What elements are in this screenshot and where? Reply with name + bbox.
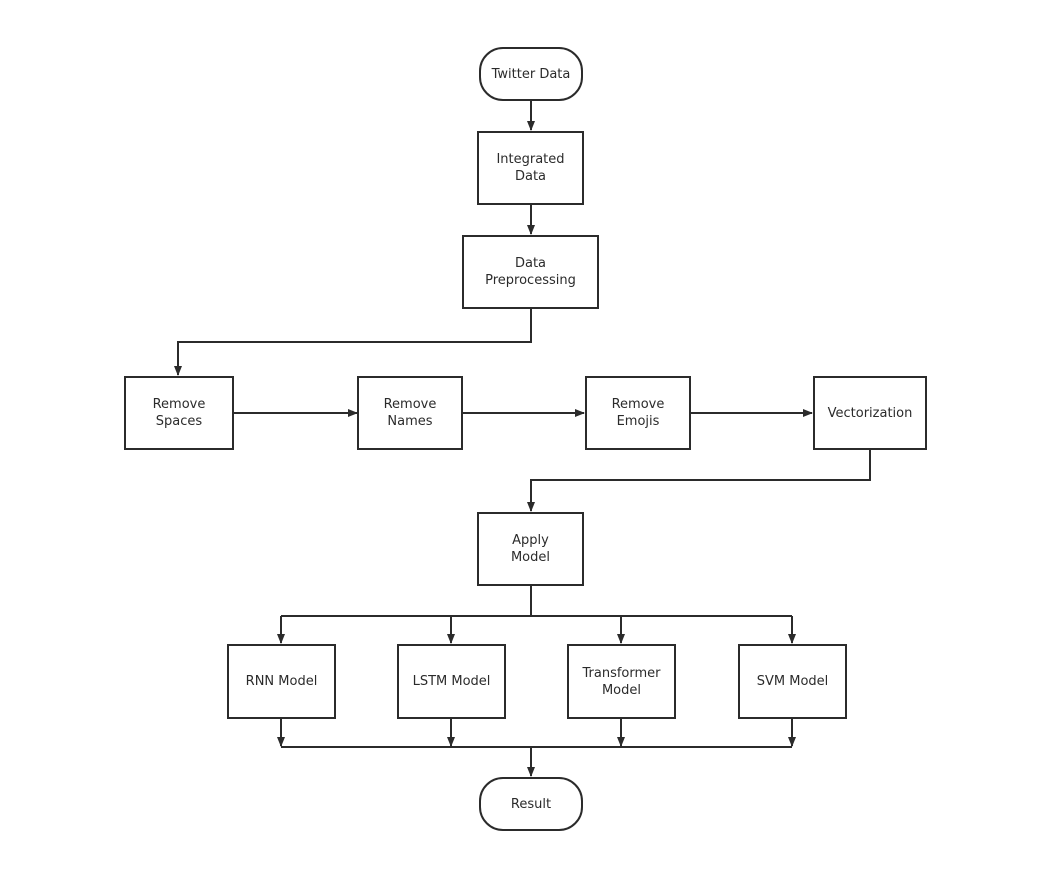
node-lstm-model-label: LSTM Model (412, 674, 491, 689)
node-remove-emojis-line2: Emojis (616, 414, 660, 429)
node-remove-emojis: Remove Emojis (585, 376, 691, 450)
node-vectorization: Vectorization (813, 376, 927, 450)
node-remove-names: Remove Names (357, 376, 463, 450)
node-remove-names-line1: Remove (383, 397, 437, 412)
node-data-preprocessing: Data Preprocessing (462, 235, 599, 309)
node-apply-model: Apply Model (477, 512, 584, 586)
node-rnn-model: RNN Model (227, 644, 336, 719)
node-remove-names-line2: Names (387, 414, 433, 429)
node-transformer-model-line2: Model (601, 682, 642, 698)
node-lstm-model: LSTM Model (397, 644, 506, 719)
node-integrated-data-line1: Integrated (496, 152, 565, 167)
edge-vector-apply (527, 450, 871, 512)
node-integrated-data-line2: Data (514, 169, 547, 184)
node-integrated-data: Integrated Data (477, 131, 584, 205)
node-twitter-data: Twitter Data (479, 47, 583, 101)
node-remove-emojis-line1: Remove (611, 397, 665, 412)
node-data-preprocessing-line2: Preprocessing (485, 273, 576, 288)
node-result-label: Result (510, 796, 552, 812)
node-apply-model-line2: Model (510, 550, 551, 565)
node-transformer-model: Transformer Model (567, 644, 676, 719)
edge-preprocess-spaces (174, 309, 532, 376)
node-twitter-data-label: Twitter Data (491, 66, 571, 82)
node-remove-spaces-line1: Remove (152, 397, 206, 412)
node-transformer-model-line1: Transformer (582, 665, 661, 681)
node-vectorization-label: Vectorization (827, 405, 913, 421)
node-svm-model-label: SVM Model (756, 674, 829, 689)
node-rnn-model-label: RNN Model (245, 674, 318, 689)
node-svm-model: SVM Model (738, 644, 847, 719)
node-apply-model-line1: Apply (512, 533, 549, 548)
node-result: Result (479, 777, 583, 831)
node-data-preprocessing-line1: Data (514, 256, 547, 271)
node-remove-spaces: Remove Spaces (124, 376, 234, 450)
node-remove-spaces-line2: Spaces (155, 414, 203, 429)
